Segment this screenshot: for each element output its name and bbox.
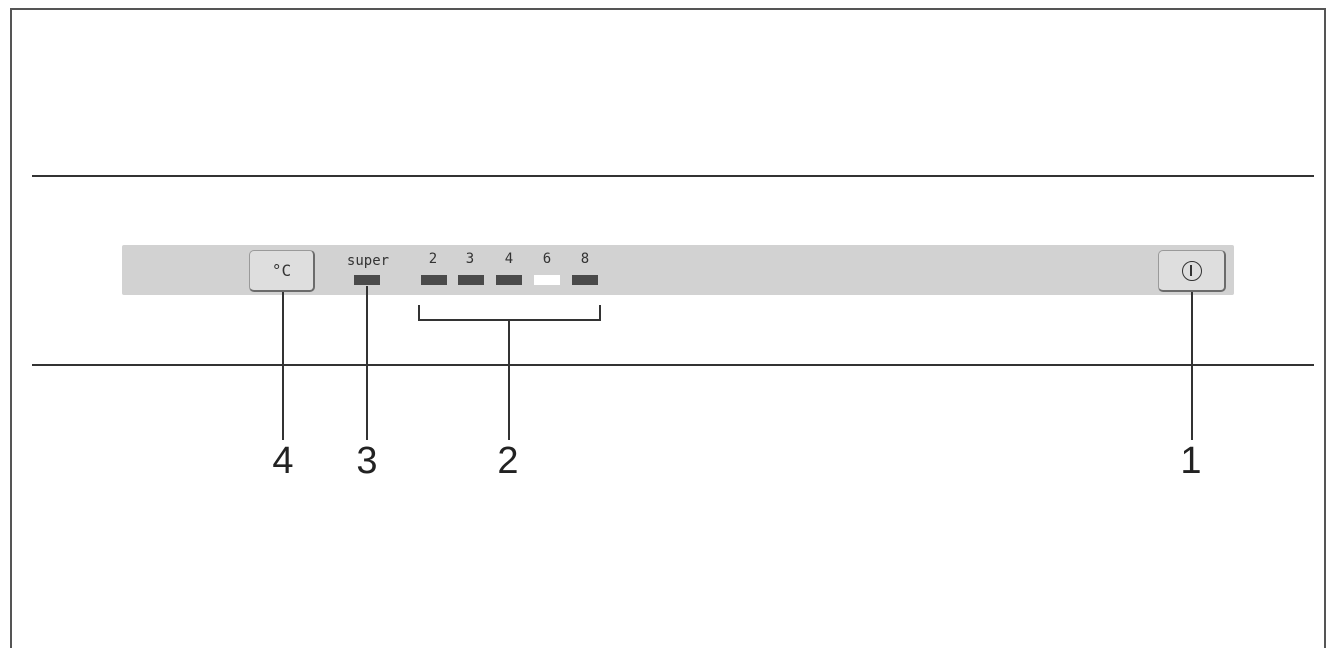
upper-divider-line xyxy=(32,175,1314,177)
leader-line-1 xyxy=(1191,292,1193,440)
callout-number-1: 1 xyxy=(1180,440,1202,482)
leader-line-2 xyxy=(508,319,510,440)
callout-number-4: 4 xyxy=(272,440,294,482)
diagram-frame xyxy=(10,8,1326,648)
temp-step-label-3: 3 xyxy=(465,251,475,267)
temp-step-label-6: 6 xyxy=(542,251,552,267)
temp-step-label-2: 2 xyxy=(428,251,438,267)
power-icon xyxy=(1181,260,1202,281)
temp-led-3 xyxy=(458,275,484,285)
callout-number-3: 3 xyxy=(356,440,378,482)
lower-divider-line xyxy=(32,364,1314,366)
temp-step-label-8: 8 xyxy=(580,251,590,267)
super-led xyxy=(354,275,380,285)
leader-line-3 xyxy=(366,286,368,440)
power-button[interactable] xyxy=(1158,250,1226,292)
callout-number-2: 2 xyxy=(497,440,519,482)
super-label: super xyxy=(346,253,390,269)
temp-led-2 xyxy=(421,275,447,285)
temp-step-label-4: 4 xyxy=(504,251,514,267)
leader-line-4 xyxy=(282,292,284,440)
temperature-button[interactable]: °C xyxy=(249,250,315,292)
temp-led-8 xyxy=(572,275,598,285)
temp-led-6 xyxy=(534,275,560,285)
temp-led-4 xyxy=(496,275,522,285)
